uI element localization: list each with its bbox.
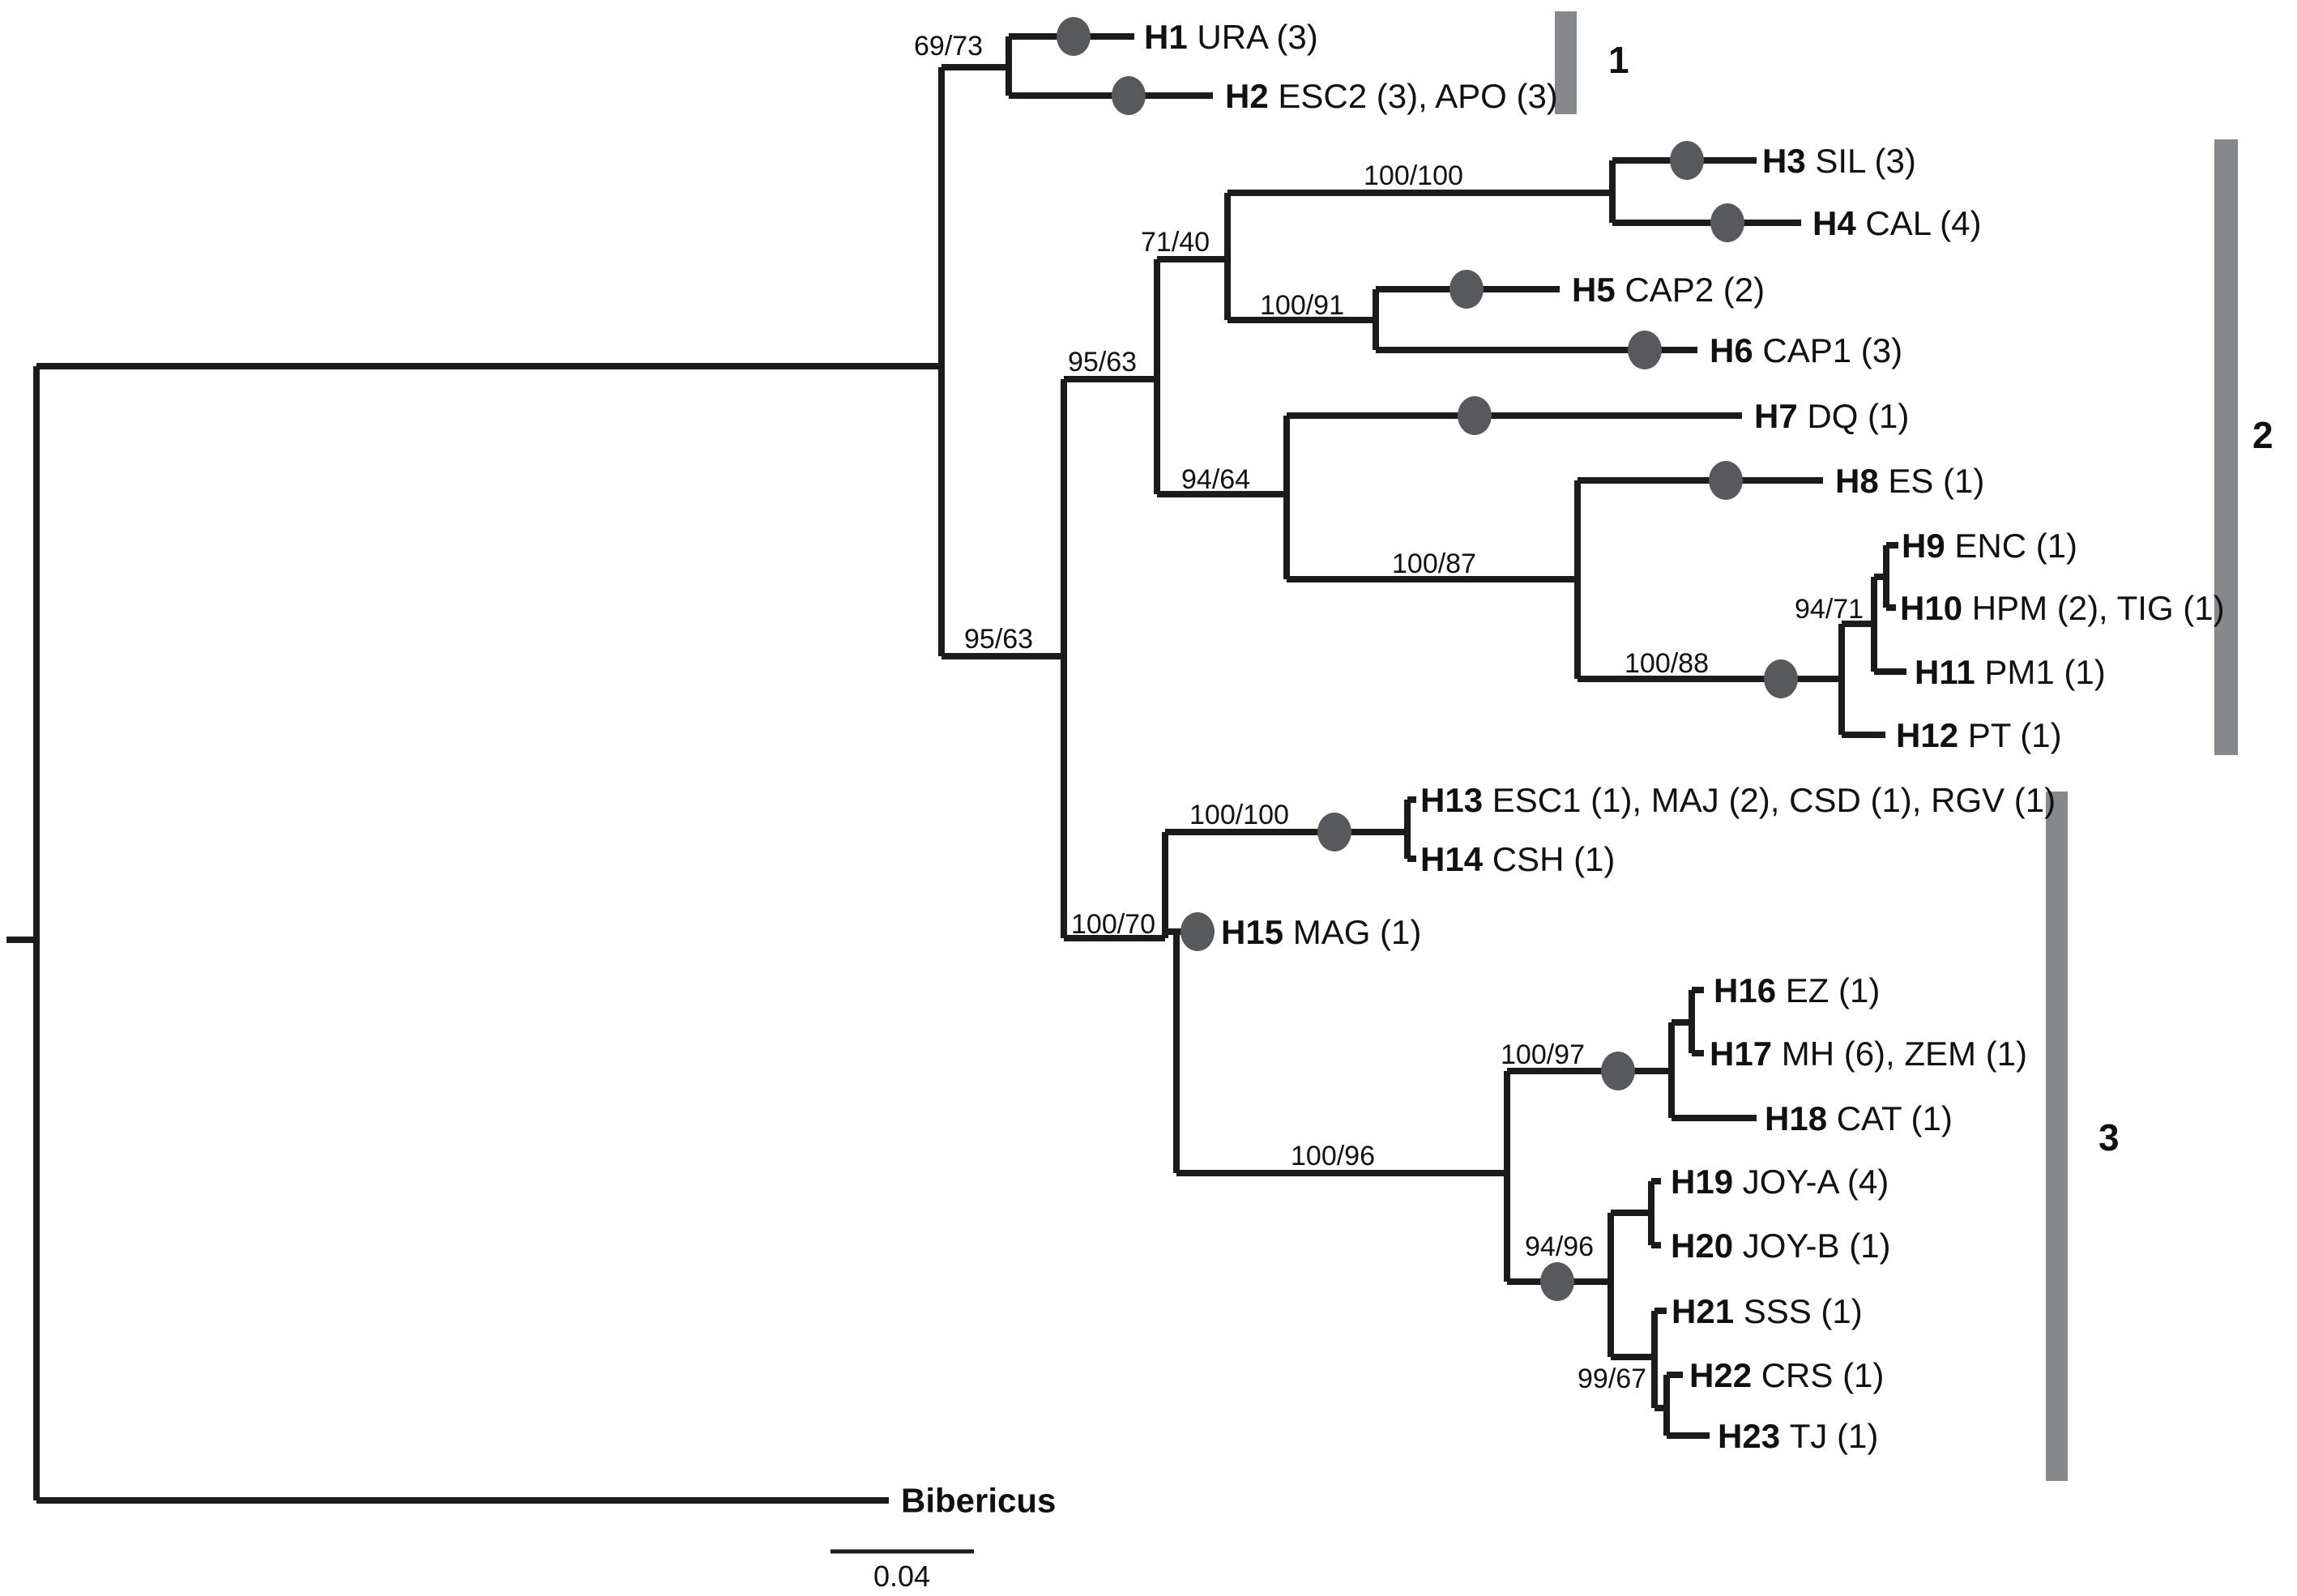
clade-bar-label-1: 1 bbox=[1608, 39, 1629, 81]
taxon-label-H3: H3 SIL (3) bbox=[1762, 142, 1916, 180]
taxon-label-H11: H11 PM1 (1) bbox=[1915, 653, 2106, 691]
taxon-label-H20: H20 JOY-B (1) bbox=[1671, 1227, 1891, 1265]
taxon-label-H12: H12 PT (1) bbox=[1896, 716, 2062, 754]
haplotype-marker bbox=[1112, 76, 1146, 115]
markers-layer bbox=[1057, 17, 1798, 1301]
haplotype-marker bbox=[1458, 396, 1492, 435]
clade-bars-layer bbox=[1555, 11, 2238, 1481]
outgroup-label: Bibericus bbox=[901, 1482, 1056, 1520]
labels-layer: 1 2 3 69/73 100/100 71/40 100/91 95/63 94/64 100/… bbox=[873, 18, 2274, 1594]
taxon-label-H7: H7 DQ (1) bbox=[1754, 397, 1909, 435]
clade-bar-label-2: 2 bbox=[2252, 414, 2274, 456]
haplotype-marker bbox=[1450, 270, 1484, 309]
support-label: 95/63 bbox=[964, 624, 1033, 655]
branches-layer bbox=[6, 33, 1906, 1554]
support-label: 71/40 bbox=[1141, 227, 1210, 258]
support-label: 100/97 bbox=[1501, 1039, 1585, 1070]
taxon-label-H21: H21 SSS (1) bbox=[1672, 1292, 1863, 1330]
clade-bar-2 bbox=[2214, 139, 2238, 755]
haplotype-marker bbox=[1670, 141, 1704, 180]
scale-bar-label: 0.04 bbox=[873, 1560, 930, 1593]
taxon-label-H19: H19 JOY-A (4) bbox=[1671, 1163, 1889, 1201]
taxon-label-H13: H13 ESC1 (1), MAJ (2), CSD (1), RGV (1) bbox=[1420, 781, 2056, 819]
haplotype-marker bbox=[1764, 659, 1798, 698]
clade-bar-1 bbox=[1555, 11, 1577, 114]
support-label: 100/87 bbox=[1392, 548, 1476, 579]
haplotype-marker bbox=[1628, 331, 1662, 369]
haplotype-marker bbox=[1181, 912, 1215, 951]
taxon-label-H2: H2 ESC2 (3), APO (3) bbox=[1225, 77, 1558, 115]
taxon-label-H15: H15 MAG (1) bbox=[1221, 913, 1421, 951]
taxon-label-H9: H9 ENC (1) bbox=[1902, 527, 2077, 565]
haplotype-marker bbox=[1540, 1262, 1574, 1301]
haplotype-marker bbox=[1710, 203, 1744, 242]
taxon-label-H8: H8 ES (1) bbox=[1835, 462, 1984, 500]
haplotype-marker bbox=[1709, 461, 1743, 500]
support-label: 100/100 bbox=[1364, 160, 1463, 191]
taxon-label-H5: H5 CAP2 (2) bbox=[1572, 271, 1765, 309]
haplotype-marker bbox=[1601, 1052, 1635, 1090]
support-label: 100/100 bbox=[1189, 800, 1289, 830]
support-label: 94/64 bbox=[1181, 464, 1250, 495]
taxon-label-H22: H22 CRS (1) bbox=[1689, 1356, 1884, 1394]
support-label: 69/73 bbox=[914, 31, 983, 62]
taxon-label-H16: H16 EZ (1) bbox=[1714, 971, 1880, 1009]
taxon-label-H23: H23 TJ (1) bbox=[1718, 1417, 1878, 1455]
clade-bar-3 bbox=[2046, 792, 2068, 1481]
support-label: 100/96 bbox=[1291, 1141, 1375, 1171]
support-label: 95/63 bbox=[1068, 347, 1137, 378]
taxon-label-H17: H17 MH (6), ZEM (1) bbox=[1710, 1035, 2027, 1073]
taxon-label-H1: H1 URA (3) bbox=[1144, 18, 1318, 56]
taxon-label-H4: H4 CAL (4) bbox=[1812, 204, 1982, 242]
haplotype-marker bbox=[1057, 17, 1091, 56]
support-label: 99/67 bbox=[1578, 1363, 1646, 1394]
support-label: 100/88 bbox=[1625, 648, 1709, 679]
taxon-label-H18: H18 CAT (1) bbox=[1765, 1099, 1953, 1137]
taxon-label-H6: H6 CAP1 (3) bbox=[1710, 331, 1902, 369]
clade-bar-label-3: 3 bbox=[2098, 1116, 2120, 1159]
haplotype-marker bbox=[1317, 813, 1351, 851]
taxon-label-H14: H14 CSH (1) bbox=[1420, 840, 1615, 878]
support-label: 100/70 bbox=[1071, 909, 1155, 940]
support-label: 100/91 bbox=[1260, 290, 1344, 321]
support-label: 94/71 bbox=[1795, 594, 1864, 625]
support-label: 94/96 bbox=[1525, 1231, 1594, 1262]
taxon-label-H10: H10 HPM (2), TIG (1) bbox=[1900, 589, 2225, 627]
